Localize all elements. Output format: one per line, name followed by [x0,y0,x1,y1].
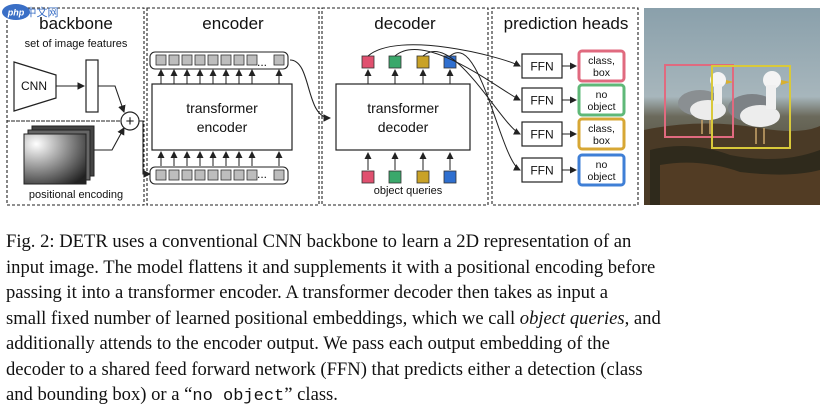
image-features-label: set of image features [25,38,128,50]
feature-token [273,54,285,66]
detection-box-red [664,64,734,138]
object-query-embedding [361,170,375,184]
caption-line-3: passing it into a transformer encoder. A… [6,282,609,303]
positional-encoding-section [6,120,145,206]
encoder-section [146,7,320,206]
decoder-section [321,7,489,206]
feature-map-box [85,59,99,113]
decoder-output-embedding [388,55,402,69]
feature-token [246,54,258,66]
object-queries-label: object queries [374,185,443,197]
object-query-embedding [388,170,402,184]
decoder-title: decoder [374,14,436,33]
feature-token [194,54,206,66]
prediction-head-box [577,83,626,117]
ffn-box [521,53,563,79]
feature-token [220,54,232,66]
feature-token [220,169,232,181]
prediction-head-line1: no [596,89,608,101]
prediction-head-box [577,117,626,151]
prediction-head-line1: no [596,159,608,171]
prediction-head-line2: object [587,101,615,113]
encoder-top-ellipsis: ... [257,55,267,69]
feature-token [181,54,193,66]
seagull-photo [644,8,820,205]
encoder-title: encoder [202,14,264,33]
ffn-label: FFN [530,164,553,178]
feature-token [194,169,206,181]
decoder-block-line1: transformer [367,100,439,116]
feature-token [233,54,245,66]
object-queries-term: object queries [519,307,625,329]
feature-token [246,169,258,181]
feature-token [168,54,180,66]
ffn-label: FFN [530,128,553,142]
feature-token [207,169,219,181]
decoder-output-embedding [416,55,430,69]
encoder-input-tokens [149,166,289,185]
prediction-head-line1: class, [588,123,615,135]
object-query-embedding [416,170,430,184]
feature-token [207,54,219,66]
backbone-title: backbone [39,14,113,33]
prediction-head-line1: class, [588,55,615,67]
positional-encoding-image [23,125,95,185]
prediction-heads-title: prediction heads [504,14,629,33]
watermark-prefix: php [7,8,25,18]
feature-token [155,169,167,181]
encoder-block-line1: transformer [186,100,258,116]
decoder-output-embedding [361,55,375,69]
transformer-encoder-block [151,83,293,151]
encoder-block-line2: encoder [197,119,248,135]
feature-token [181,169,193,181]
cnn-trapezoid [13,61,57,112]
php-watermark-logo: php 中文网 [2,4,59,20]
caption-line-5: additionally attends to the encoder outp… [6,333,610,354]
caption-line-7: and bounding box) or a “no object” class… [6,384,338,406]
prediction-head-line2: box [593,135,611,147]
decoder-output-embedding [443,55,457,69]
prediction-head-line2: object [587,171,615,183]
positional-encoding-label: positional encoding [29,189,123,201]
encoder-output-tokens [149,51,289,70]
feature-token [155,54,167,66]
watermark-text: 中文网 [26,5,59,19]
detection-box-yellow [711,65,791,149]
ffn-label: FFN [530,94,553,108]
ffn-box [521,157,563,183]
caption-line-6: decoder to a shared feed forward network… [6,358,643,380]
object-query-embedding [443,170,457,184]
cnn-label: CNN [21,79,47,93]
no-object-term: no object [192,387,285,406]
transformer-decoder-block [335,83,471,151]
encoder-bottom-ellipsis: ... [257,167,267,181]
ffn-label: FFN [530,60,553,74]
caption-label: Fig. 2: [6,231,55,252]
feature-token [233,169,245,181]
detr-architecture-diagram: backbone encoder decoder prediction head… [2,4,820,206]
prediction-head-box [577,153,626,187]
feature-token [273,169,285,181]
prediction-heads-section [491,7,639,206]
decoder-block-line2: decoder [378,119,429,135]
caption-line-1: Fig. 2: DETR uses a conventional CNN bac… [6,231,632,252]
figure-caption: Fig. 2: DETR uses a conventional CNN bac… [6,229,816,410]
prediction-head-line2: box [593,67,611,79]
caption-line-4: small fixed number of learned positional… [6,307,661,329]
caption-line-2: input image. The model flattens it and s… [6,256,656,278]
feature-token [168,169,180,181]
plus-sign: + [126,113,135,130]
prediction-head-box [577,49,626,83]
